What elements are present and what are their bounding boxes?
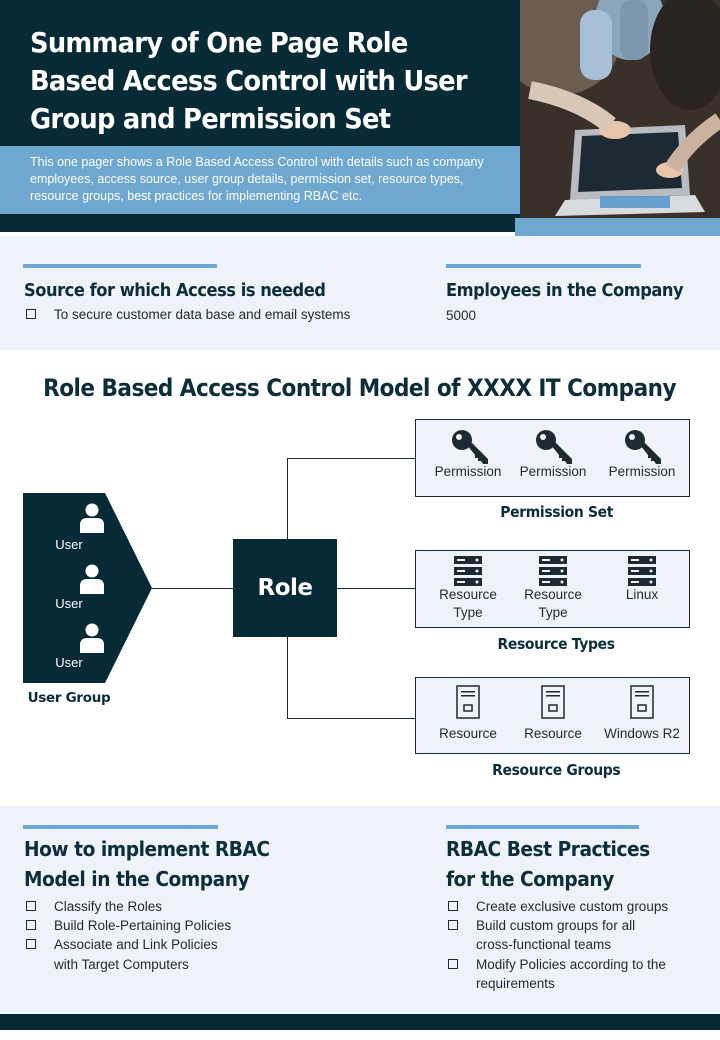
- checkbox-icon: [26, 920, 36, 931]
- bottom-band: [0, 806, 720, 1014]
- checkbox-icon: [448, 920, 458, 931]
- permission-label: Permission: [434, 464, 502, 479]
- connector-line: [287, 458, 288, 539]
- list-item: Build custom groups for all cross-functi…: [446, 916, 661, 954]
- list-item: Classify the Roles: [24, 897, 254, 916]
- checkbox-icon: [448, 901, 458, 911]
- source-heading: Source for which Access is needed: [24, 281, 326, 301]
- resource-type-label: Resource Type: [439, 587, 497, 620]
- user-label: User: [55, 655, 83, 670]
- user-icon: [80, 564, 104, 594]
- implement-heading-line1: How to implement RBAC: [24, 837, 270, 861]
- photo-accent-bar: [515, 218, 720, 236]
- laptop-photo: [520, 0, 720, 218]
- info-band: [0, 236, 720, 350]
- connector-line: [152, 588, 233, 589]
- laptop-photo-illustration: [520, 0, 720, 218]
- resource-types-caption: Resource Types: [497, 635, 616, 653]
- employees-heading: Employees in the Company: [446, 281, 684, 301]
- page-subtitle: This one pager shows a Role Based Access…: [30, 155, 484, 203]
- server-tower-icon: [541, 685, 565, 719]
- permission-label: Permission: [519, 464, 587, 479]
- practices-accent-bar: [446, 825, 639, 829]
- server-tower-icon: [630, 685, 654, 719]
- server-rack-icon: [628, 556, 656, 586]
- source-accent-bar: [23, 264, 217, 268]
- user-icon: [80, 503, 104, 533]
- key-icon: [625, 430, 661, 464]
- resource-groups-panel: Resource Resource Windows R2: [415, 677, 690, 754]
- key-icon: [536, 430, 572, 464]
- employees-value: 5000: [446, 308, 477, 323]
- checkbox-icon: [26, 901, 36, 911]
- subtitle-band: [0, 146, 520, 214]
- page-title: Summary of One Page Role Based Access Co…: [30, 26, 468, 135]
- resource-label: Windows R2: [604, 726, 680, 741]
- checkbox-icon: [26, 939, 36, 950]
- permission-label: Permission: [608, 464, 676, 479]
- resource-types-panel: Resource Type Resource Type Linux: [415, 550, 690, 628]
- resource-label: Resource: [524, 726, 582, 741]
- practices-list: Create exclusive custom groups Build cus…: [446, 897, 696, 993]
- implement-list: Classify the Roles Build Role-Pertaining…: [24, 897, 254, 974]
- employees-accent-bar: [446, 264, 641, 268]
- list-item: Modify Policies according to the require…: [446, 955, 696, 993]
- footer-bar: [0, 1014, 720, 1030]
- list-item: Create exclusive custom groups: [446, 897, 696, 916]
- user-icon: [80, 623, 104, 653]
- practices-heading-line2: for the Company: [446, 867, 614, 891]
- checkbox-icon: [26, 309, 36, 319]
- role-box: Role: [233, 539, 337, 637]
- key-icon: [452, 430, 488, 464]
- permission-set-caption: Permission Set: [500, 503, 613, 521]
- resource-type-label: Linux: [625, 587, 659, 602]
- checkbox-icon: [448, 958, 458, 969]
- connector-line: [337, 588, 415, 589]
- server-rack-icon: [454, 556, 482, 586]
- implement-accent-bar: [23, 825, 218, 829]
- resource-groups-caption: Resource Groups: [492, 761, 621, 779]
- list-item: To secure customer data base and email s…: [24, 305, 424, 324]
- user-group-block: User User User: [23, 493, 153, 683]
- permission-set-panel: Permission Permission Permission: [415, 419, 690, 497]
- server-rack-icon: [539, 556, 567, 586]
- list-item: Build Role-Pertaining Policies: [24, 916, 254, 935]
- user-label: User: [55, 596, 83, 611]
- user-group-caption: User Group: [27, 690, 111, 706]
- model-title: Role Based Access Control Model of XXXX …: [43, 374, 677, 402]
- connector-line: [287, 458, 415, 459]
- list-item: Associate and Link Policies with Target …: [24, 935, 234, 973]
- resource-type-label: Resource Type: [524, 587, 582, 620]
- resource-label: Resource: [439, 726, 497, 741]
- user-label: User: [55, 537, 83, 552]
- server-tower-icon: [456, 685, 480, 719]
- connector-line: [287, 718, 415, 719]
- practices-heading-line1: RBAC Best Practices: [446, 837, 650, 861]
- source-list: To secure customer data base and email s…: [24, 305, 424, 324]
- connector-line: [287, 637, 288, 719]
- implement-heading-line2: Model in the Company: [24, 867, 250, 891]
